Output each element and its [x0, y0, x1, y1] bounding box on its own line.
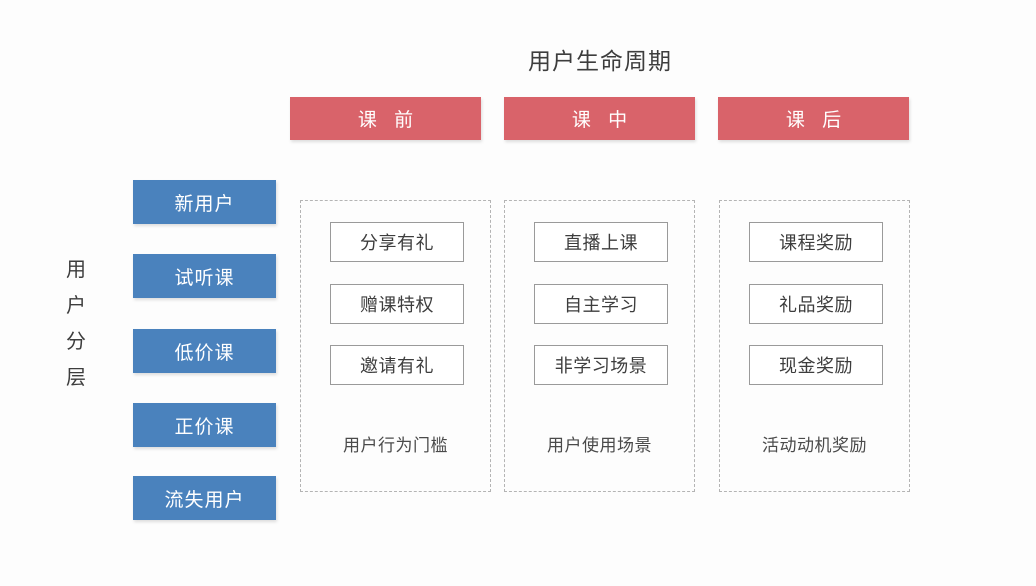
page-title: 用户生命周期	[528, 48, 672, 74]
segment-button-trial-course[interactable]: 试听课	[133, 254, 276, 298]
phase-item-box[interactable]: 非学习场景	[534, 345, 668, 385]
phase-header-during-class[interactable]: 课 中	[504, 97, 695, 140]
segment-axis-label-char-3: 层	[66, 367, 86, 389]
segment-axis-label-char-1: 户	[66, 295, 86, 317]
phase-item-box[interactable]: 礼品奖励	[749, 284, 883, 324]
segment-axis-label-char-0: 用	[66, 259, 86, 281]
phase-item-box[interactable]: 分享有礼	[330, 222, 464, 262]
phase-item-box[interactable]: 课程奖励	[749, 222, 883, 262]
segment-axis-label: 用 户 分 层	[56, 252, 96, 396]
segment-button-churned-user[interactable]: 流失用户	[133, 476, 276, 520]
phase-item-box[interactable]: 直播上课	[534, 222, 668, 262]
phase-column-footer: 活动动机奖励	[762, 436, 867, 455]
segment-button-low-price-course[interactable]: 低价课	[133, 329, 276, 373]
phase-column-before-class: 分享有礼 赠课特权 邀请有礼 用户行为门槛	[300, 200, 491, 492]
phase-header-before-class[interactable]: 课 前	[290, 97, 481, 140]
segment-axis-label-char-2: 分	[66, 331, 86, 353]
phase-column-after-class: 课程奖励 礼品奖励 现金奖励 活动动机奖励	[719, 200, 910, 492]
segment-button-new-user[interactable]: 新用户	[133, 180, 276, 224]
phase-item-box[interactable]: 现金奖励	[749, 345, 883, 385]
phase-column-footer: 用户使用场景	[547, 436, 652, 455]
phase-item-box[interactable]: 自主学习	[534, 284, 668, 324]
phase-item-box[interactable]: 邀请有礼	[330, 345, 464, 385]
phase-header-after-class[interactable]: 课 后	[718, 97, 909, 140]
phase-item-box[interactable]: 赠课特权	[330, 284, 464, 324]
phase-column-during-class: 直播上课 自主学习 非学习场景 用户使用场景	[504, 200, 695, 492]
segment-button-full-price-course[interactable]: 正价课	[133, 403, 276, 447]
phase-column-footer: 用户行为门槛	[343, 436, 448, 455]
